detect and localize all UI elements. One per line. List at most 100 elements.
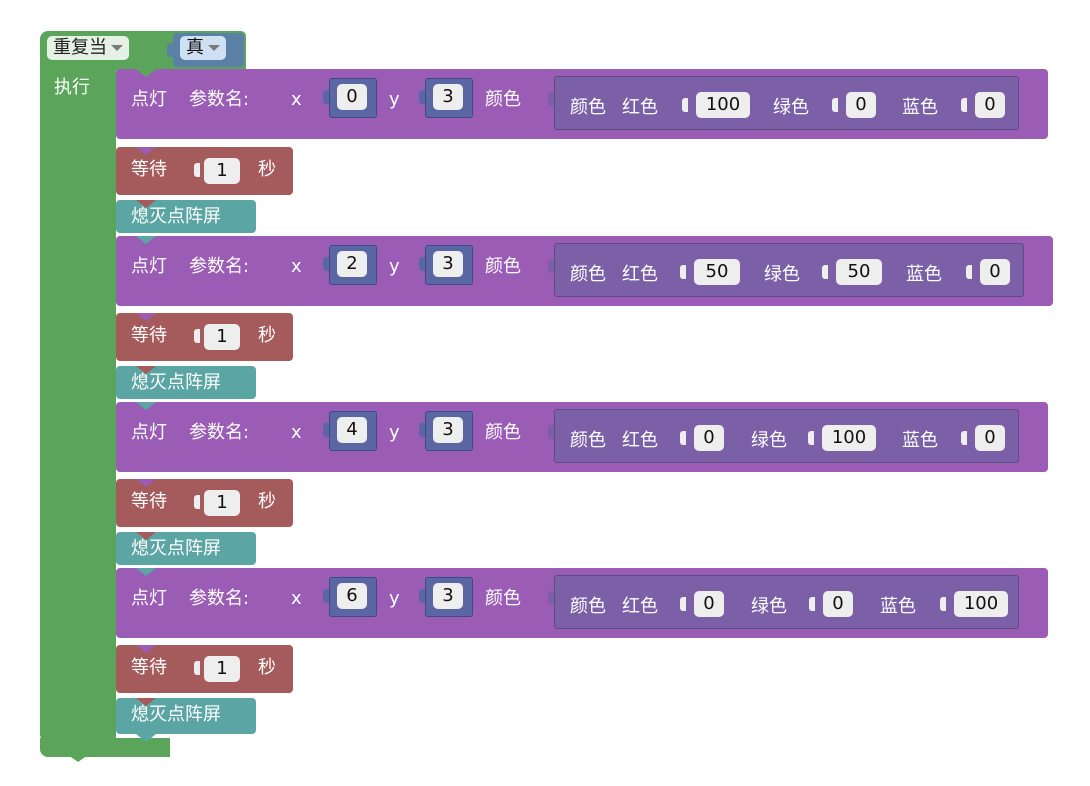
socket-connector: [548, 425, 554, 439]
red-label: 红色: [622, 596, 658, 617]
light-label: 点灯: [131, 256, 167, 277]
socket-connector: [419, 589, 425, 603]
repeat-while-body: [40, 70, 116, 742]
clear-matrix-label: 熄灭点阵屏: [131, 206, 221, 227]
green-label: 绿色: [751, 596, 787, 617]
blue-number-input[interactable]: 0: [980, 259, 1010, 285]
blue-label: 蓝色: [880, 596, 916, 617]
block-connector: [136, 147, 156, 155]
color-label: 颜色: [485, 422, 521, 443]
socket-connector: [809, 597, 815, 611]
blue-label: 蓝色: [902, 430, 938, 451]
green-label: 绿色: [773, 97, 809, 118]
color-block-label: 颜色: [570, 97, 606, 118]
socket-connector: [194, 495, 200, 509]
block-connector: [136, 366, 156, 374]
green-number-input[interactable]: 100: [822, 425, 876, 451]
socket-connector: [419, 90, 425, 104]
y-number-input[interactable]: 3: [433, 251, 463, 277]
block-connector: [136, 645, 156, 653]
blue-number-input[interactable]: 100: [954, 591, 1008, 617]
light-label: 点灯: [131, 588, 167, 609]
color-rgb-block[interactable]: [554, 409, 1019, 463]
color-block-label: 颜色: [570, 430, 606, 451]
wait-label: 等待: [131, 325, 167, 346]
seconds-label: 秒: [258, 325, 276, 346]
y-label: y: [389, 422, 400, 443]
seconds-label: 秒: [258, 491, 276, 512]
chevron-down-icon: [208, 45, 220, 51]
green-number-input[interactable]: 0: [823, 591, 853, 617]
seconds-label: 秒: [258, 159, 276, 180]
x-label: x: [291, 256, 302, 277]
x-number-input[interactable]: 0: [337, 84, 367, 110]
green-number-input[interactable]: 0: [846, 92, 876, 118]
socket-connector: [548, 92, 554, 106]
light-label: 点灯: [131, 422, 167, 443]
wait-number-input[interactable]: 1: [204, 324, 240, 350]
socket-connector: [940, 597, 946, 611]
socket-connector: [808, 431, 814, 445]
color-label: 颜色: [485, 256, 521, 277]
x-label: x: [291, 422, 302, 443]
y-number-input[interactable]: 3: [433, 84, 463, 110]
clear-matrix-label: 熄灭点阵屏: [131, 704, 221, 725]
boolean-connector: [167, 43, 173, 57]
light-label: 点灯: [131, 89, 167, 110]
boolean-dropdown[interactable]: 真: [180, 36, 226, 60]
y-label: y: [389, 588, 400, 609]
socket-connector: [323, 423, 329, 437]
socket-connector: [961, 98, 967, 112]
x-number-input[interactable]: 2: [337, 251, 367, 277]
wait-number-input[interactable]: 1: [204, 656, 240, 682]
color-label: 颜色: [485, 89, 521, 110]
color-label: 颜色: [485, 588, 521, 609]
y-label: y: [389, 256, 400, 277]
socket-connector: [323, 257, 329, 271]
socket-connector: [194, 329, 200, 343]
wait-label: 等待: [131, 491, 167, 512]
socket-connector: [961, 431, 967, 445]
socket-connector: [323, 90, 329, 104]
red-number-input[interactable]: 0: [694, 425, 724, 451]
clear-matrix-label: 熄灭点阵屏: [131, 372, 221, 393]
param-label: 参数名:: [189, 89, 250, 110]
red-number-input[interactable]: 0: [694, 591, 724, 617]
blue-number-input[interactable]: 0: [975, 92, 1005, 118]
wait-number-input[interactable]: 1: [204, 158, 240, 184]
green-label: 绿色: [751, 430, 787, 451]
socket-connector: [548, 259, 554, 273]
socket-connector: [680, 597, 686, 611]
param-label: 参数名:: [189, 588, 250, 609]
socket-connector: [194, 163, 200, 177]
blue-label: 蓝色: [906, 264, 942, 285]
red-label: 红色: [622, 97, 658, 118]
red-number-input[interactable]: 50: [694, 259, 740, 285]
socket-connector: [323, 589, 329, 603]
socket-connector: [680, 431, 686, 445]
x-number-input[interactable]: 4: [337, 417, 367, 443]
color-rgb-block[interactable]: [554, 243, 1024, 297]
red-label: 红色: [622, 430, 658, 451]
y-number-input[interactable]: 3: [433, 417, 463, 443]
red-number-input[interactable]: 100: [696, 92, 750, 118]
blue-number-input[interactable]: 0: [975, 425, 1005, 451]
blue-label: 蓝色: [902, 97, 938, 118]
color-rgb-block[interactable]: [554, 76, 1019, 130]
y-label: y: [389, 89, 400, 110]
repeat-while-footer: [40, 738, 170, 757]
block-connector: [136, 236, 156, 244]
y-number-input[interactable]: 3: [433, 583, 463, 609]
socket-connector: [548, 591, 554, 605]
green-number-input[interactable]: 50: [836, 259, 882, 285]
block-connector: [136, 532, 156, 540]
do-label: 执行: [54, 77, 90, 98]
block-connector: [136, 200, 156, 208]
wait-number-input[interactable]: 1: [204, 490, 240, 516]
green-label: 绿色: [764, 264, 800, 285]
wait-label: 等待: [131, 657, 167, 678]
repeat-mode-dropdown[interactable]: 重复当: [47, 36, 129, 60]
block-connector: [136, 568, 156, 576]
x-label: x: [291, 588, 302, 609]
x-number-input[interactable]: 6: [337, 583, 367, 609]
